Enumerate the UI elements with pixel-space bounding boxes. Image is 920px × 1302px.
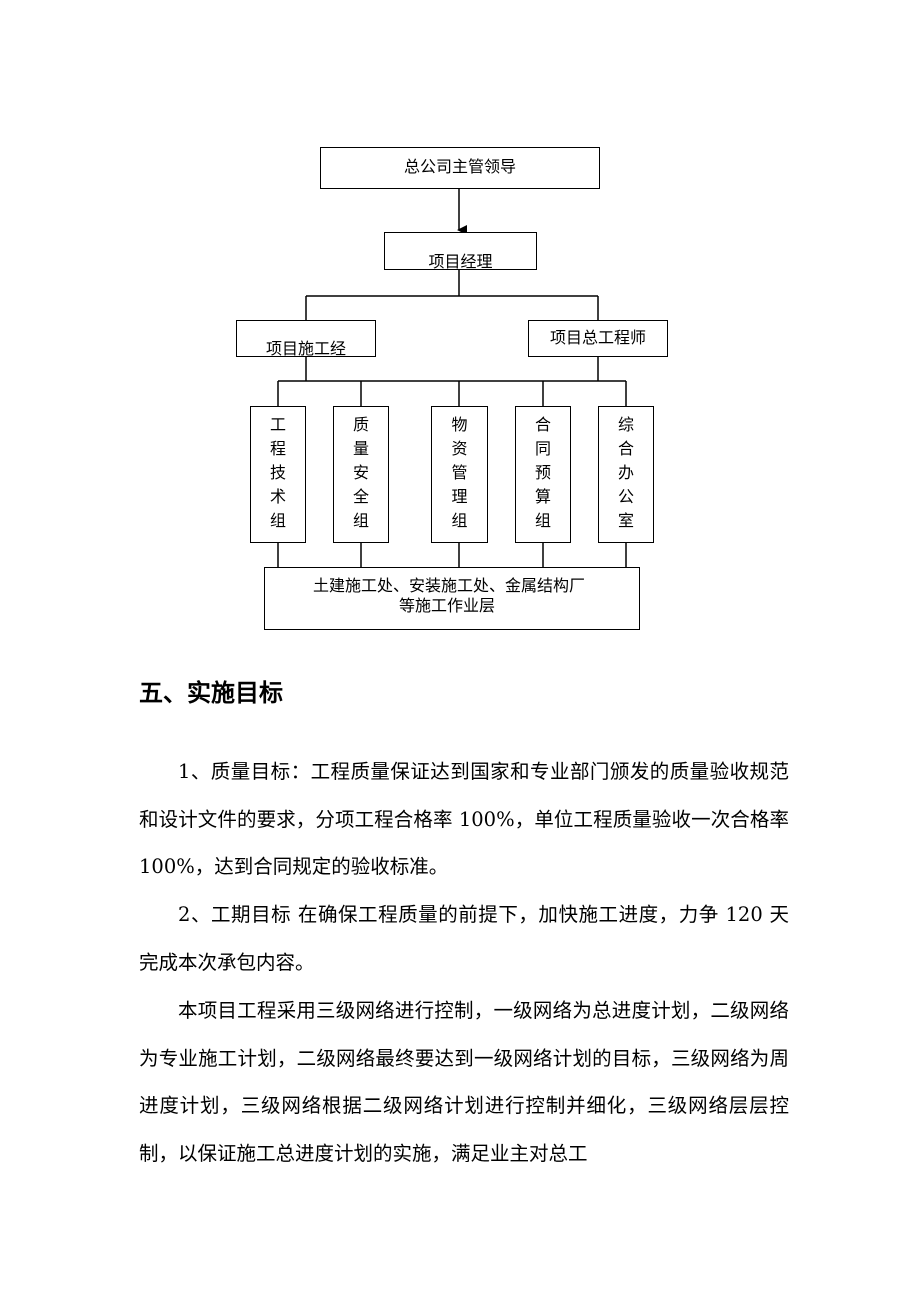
org-box-work-layer: 土建施工处、安装施工处、金属结构厂 等施工作业层 — [264, 567, 640, 630]
paragraph-network-control: 本项目工程采用三级网络进行控制，一级网络为总进度计划，二级网络为专业施工计划，二… — [139, 999, 789, 1165]
org-group-label: 工程技术组 — [269, 415, 286, 530]
org-box-quality-safety-group: 质量安全组 — [333, 406, 389, 543]
org-group-label: 质量安全组 — [352, 415, 369, 530]
org-box-head-leader-label: 总公司主管领导 — [403, 157, 516, 176]
org-box-construction-manager-label: 项目施工经 — [265, 339, 346, 357]
org-group-label: 物资管理组 — [451, 415, 468, 530]
org-box-general-office: 综合办公室 — [598, 406, 654, 543]
org-box-project-manager: 项目经理 — [384, 232, 537, 270]
org-box-contract-budget-group: 合同预算组 — [515, 406, 571, 543]
org-box-chief-engineer-label: 项目总工程师 — [549, 328, 646, 347]
org-box-project-manager-label: 项目经理 — [428, 252, 493, 270]
org-group-label: 合同预算组 — [534, 415, 551, 530]
org-chart-connectors — [277, 189, 627, 567]
org-box-head-leader: 总公司主管领导 — [320, 147, 600, 189]
paragraph-schedule-goal: 2、工期目标 在确保工程质量的前提下，加快施工进度，力争 120 天完成本次承包… — [139, 903, 789, 974]
org-box-materials-group: 物资管理组 — [431, 406, 488, 543]
org-box-work-layer-line1: 土建施工处、安装施工处、金属结构厂 — [313, 576, 586, 595]
org-box-engineering-tech-group: 工程技术组 — [250, 406, 306, 543]
paragraph-quality-goal: 1、质量目标：工程质量保证达到国家和专业部门颁发的质量验收规范和设计文件的要求，… — [139, 760, 789, 878]
org-box-construction-manager: 项目施工经 — [236, 320, 376, 357]
section-heading: 五、实施目标 — [139, 679, 283, 707]
org-box-chief-engineer: 项目总工程师 — [528, 320, 668, 357]
org-box-work-layer-line2: 等施工作业层 — [399, 596, 496, 615]
org-group-label: 综合办公室 — [617, 415, 634, 530]
